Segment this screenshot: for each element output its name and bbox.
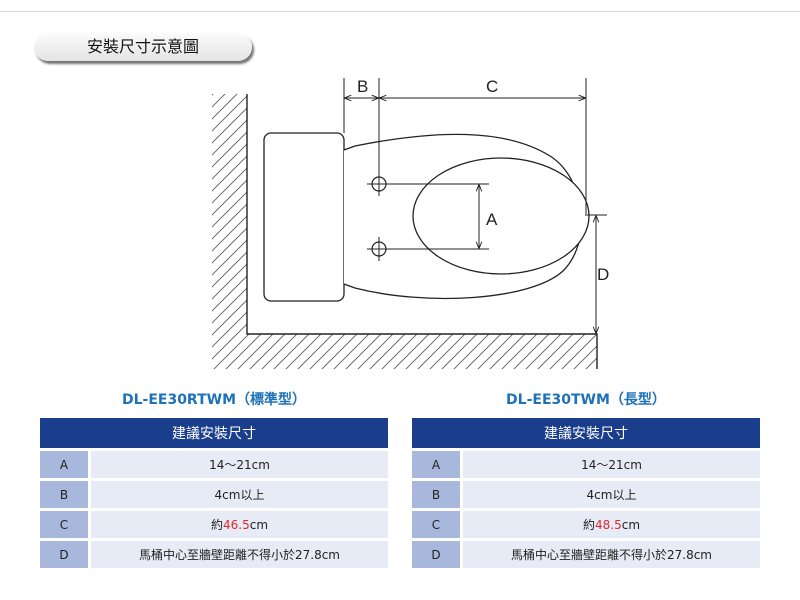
table-row: B 4cm以上 <box>40 481 388 508</box>
table-row: C 約48.5cm <box>412 511 760 538</box>
table-row: B 4cm以上 <box>412 481 760 508</box>
row-key: D <box>412 541 460 568</box>
table-row: D 馬桶中心至牆壁距離不得小於27.8cm <box>40 541 388 568</box>
row-key: B <box>412 481 460 508</box>
table-header: 建議安裝尺寸 <box>412 418 760 448</box>
table-header-row: 建議安裝尺寸 <box>412 418 760 448</box>
dimension-label-a: A <box>486 210 498 229</box>
row-value: 馬桶中心至牆壁距離不得小於27.8cm <box>460 541 760 568</box>
dimension-label-d: D <box>597 265 609 284</box>
row-value: 14～21cm <box>460 451 760 478</box>
table-row: D 馬桶中心至牆壁距離不得小於27.8cm <box>412 541 760 568</box>
table-row: C 約46.5cm <box>40 511 388 538</box>
spec-table-long: 建議安裝尺寸 A 14～21cm B 4cm以上 C 約48.5cm D 馬桶中… <box>412 415 760 571</box>
spec-table-standard: 建議安裝尺寸 A 14～21cm B 4cm以上 C 約46.5cm D 馬桶中… <box>40 415 388 571</box>
table-header: 建議安裝尺寸 <box>40 418 388 448</box>
table-row: A 14～21cm <box>40 451 388 478</box>
table-header-row: 建議安裝尺寸 <box>40 418 388 448</box>
dimension-label-b: B <box>357 77 368 96</box>
top-divider <box>0 11 800 12</box>
dimension-lines <box>343 78 607 333</box>
value-suffix: cm <box>249 518 269 532</box>
wall-hatch <box>212 94 597 369</box>
value-prefix: 約 <box>210 518 223 532</box>
table-row: A 14～21cm <box>412 451 760 478</box>
section-title: 安裝尺寸示意圖 <box>34 33 252 61</box>
row-value: 4cm以上 <box>460 481 760 508</box>
model-title-standard: DL-EE30RTWM（標準型） <box>121 392 307 408</box>
row-value: 4cm以上 <box>88 481 388 508</box>
value-highlight: 48.5 <box>595 518 622 532</box>
row-key: C <box>40 511 88 538</box>
row-value: 馬桶中心至牆壁距離不得小於27.8cm <box>88 541 388 568</box>
toilet-tank <box>263 132 345 302</box>
value-suffix: cm <box>621 518 641 532</box>
row-key: C <box>412 511 460 538</box>
row-key: D <box>40 541 88 568</box>
value-highlight: 46.5 <box>223 518 250 532</box>
row-key: A <box>40 451 88 478</box>
model-title-long: DL-EE30TWM（長型） <box>506 392 666 408</box>
dimension-label-c: C <box>486 77 498 96</box>
row-value: 約48.5cm <box>460 511 760 538</box>
wall-edge <box>246 94 598 369</box>
mounting-hole-lower <box>367 237 391 261</box>
installation-diagram: B C A D <box>212 77 609 369</box>
toilet-bowl-inner <box>412 157 590 275</box>
row-value: 14～21cm <box>88 451 388 478</box>
row-key: B <box>40 481 88 508</box>
value-prefix: 約 <box>582 518 595 532</box>
row-value: 約46.5cm <box>88 511 388 538</box>
row-key: A <box>412 451 460 478</box>
